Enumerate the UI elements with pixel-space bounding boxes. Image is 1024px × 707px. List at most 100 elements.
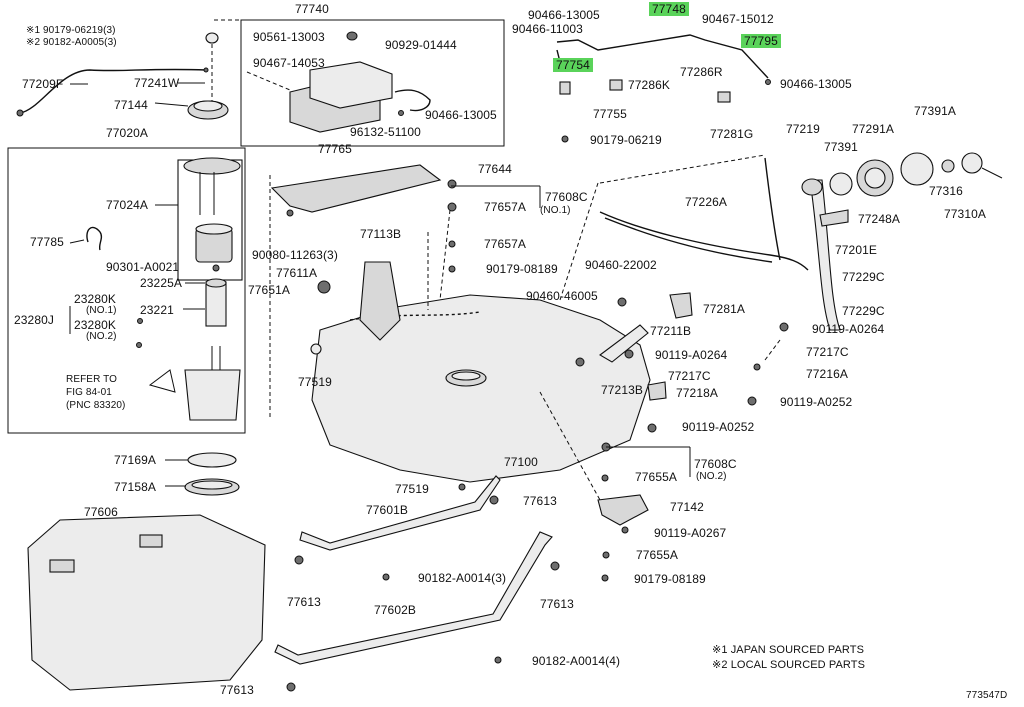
part-label: 77281A — [703, 302, 745, 316]
part-label: (NO.1) — [540, 205, 571, 216]
pump-reservoir-part — [184, 369, 241, 421]
part-label: 90179-08189 — [634, 572, 706, 586]
tank-band-1-part — [299, 475, 501, 551]
part-label: 23280K — [74, 318, 116, 332]
filler-pipe-part — [809, 179, 841, 331]
part-label: 77613 — [523, 494, 557, 508]
bolts — [286, 179, 789, 692]
part-label: 77655A — [635, 470, 677, 484]
part-label: 96132-51100 — [350, 125, 421, 139]
part-label: 77229C — [842, 270, 885, 284]
gasket-part — [187, 452, 237, 468]
vent-tube-part — [556, 34, 769, 79]
part-label-highlighted: 77754 — [553, 58, 593, 72]
part-label: 77608C — [694, 457, 737, 471]
part-label: 77217C — [806, 345, 849, 359]
part-label: 77613 — [287, 595, 321, 609]
part-label: 77657A — [484, 200, 526, 214]
part-label: ※2 90182-A0005(3) — [26, 37, 117, 48]
part-label: 77248A — [858, 212, 900, 226]
fuel-tank-part — [311, 294, 651, 483]
part-label: 90080-11263(3) — [252, 248, 338, 262]
part-label: 77169A — [114, 453, 156, 467]
part-label: 90460-46005 — [526, 289, 598, 303]
part-label-highlighted: 77748 — [649, 2, 689, 16]
part-label: 77218A — [676, 386, 718, 400]
part-label: 77142 — [670, 500, 704, 514]
part-label: 77100 — [504, 455, 538, 469]
part-label: 90561-13003 — [253, 30, 325, 44]
part-label: 77219 — [786, 122, 820, 136]
part-label: 77281G — [710, 127, 754, 141]
filler-cap-part — [829, 172, 853, 196]
part-label: 90119-A0264 — [812, 322, 885, 336]
part-label: 90119-A0252 — [780, 395, 853, 409]
part-label: 77765 — [318, 142, 352, 156]
part-label: 77211B — [650, 324, 692, 338]
part-label: 90466-13005 — [528, 8, 600, 22]
part-label: 77024A — [106, 198, 148, 212]
leader-lines — [211, 19, 781, 501]
part-label: 77201E — [835, 243, 877, 257]
part-label: 77226A — [685, 195, 727, 209]
part-label: 90119-A0267 — [654, 526, 727, 540]
part-label: 90466-13005 — [780, 77, 852, 91]
part-label: 77286K — [628, 78, 670, 92]
part-label: 77316 — [929, 184, 963, 198]
part-label: 77216A — [806, 367, 848, 381]
part-label: 77113B — [360, 227, 402, 241]
part-label: 77213B — [601, 383, 643, 397]
insulator-part — [27, 514, 266, 691]
part-label: 77655A — [636, 548, 678, 562]
part-label: 77310A — [944, 207, 986, 221]
part-label: 77606 — [84, 505, 118, 519]
part-label: 77229C — [842, 304, 885, 318]
part-label: 77391 — [824, 140, 858, 154]
part-label: 23280K — [74, 292, 116, 306]
part-label: 77613 — [540, 597, 574, 611]
part-label: 77740 — [295, 2, 329, 16]
part-label: 77217C — [668, 369, 711, 383]
part-label: 90179-08189 — [486, 262, 558, 276]
part-label: 77602B — [374, 603, 416, 617]
part-label: 90182-A0014(3) — [418, 571, 507, 585]
part-label: (NO.1) — [86, 305, 117, 316]
part-label: 90929-01444 — [385, 38, 457, 52]
part-label-highlighted: 77795 — [741, 34, 781, 48]
part-label: 23280J — [14, 313, 54, 327]
part-label: 90179-06219 — [590, 133, 662, 147]
part-label: (NO.2) — [86, 331, 117, 342]
part-label: 77144 — [114, 98, 148, 112]
cap-nut-part — [205, 32, 219, 44]
part-label: 77020A — [106, 126, 148, 140]
part-label: 90301-A0021 — [106, 260, 180, 274]
part-label: (NO.2) — [696, 471, 727, 482]
figure-id: 773547D — [966, 690, 1008, 701]
part-label: 77611A — [276, 266, 318, 280]
part-label: 77158A — [114, 480, 156, 494]
leader-ticks — [69, 82, 691, 487]
part-label: 77785 — [30, 235, 64, 249]
part-label: 23221 — [140, 303, 174, 317]
part-label: 90119-A0264 — [655, 348, 728, 362]
part-label: 77291A — [852, 122, 894, 136]
part-label: 77286R — [680, 65, 723, 79]
part-label: 90466-13005 — [425, 108, 497, 122]
part-label: 77209F — [22, 77, 64, 91]
part-label: 77657A — [484, 237, 526, 251]
protector-part — [270, 164, 442, 213]
part-label: 23225A — [140, 276, 182, 290]
fuel-pump-part — [205, 281, 227, 327]
part-label: 77613 — [220, 683, 254, 697]
tank-band-2-part — [274, 531, 553, 665]
pump-assembly-box — [7, 147, 246, 434]
footnote-local: ※2 LOCAL SOURCED PARTS — [712, 659, 866, 671]
part-label: 90467-14053 — [253, 56, 325, 70]
part-label: 77519 — [395, 482, 429, 496]
part-label: 77644 — [478, 162, 512, 176]
part-label: 90460-22002 — [585, 258, 657, 272]
part-label: 77391A — [914, 104, 956, 118]
canister-assembly-box — [240, 19, 505, 147]
part-label: 77608C — [545, 190, 588, 204]
